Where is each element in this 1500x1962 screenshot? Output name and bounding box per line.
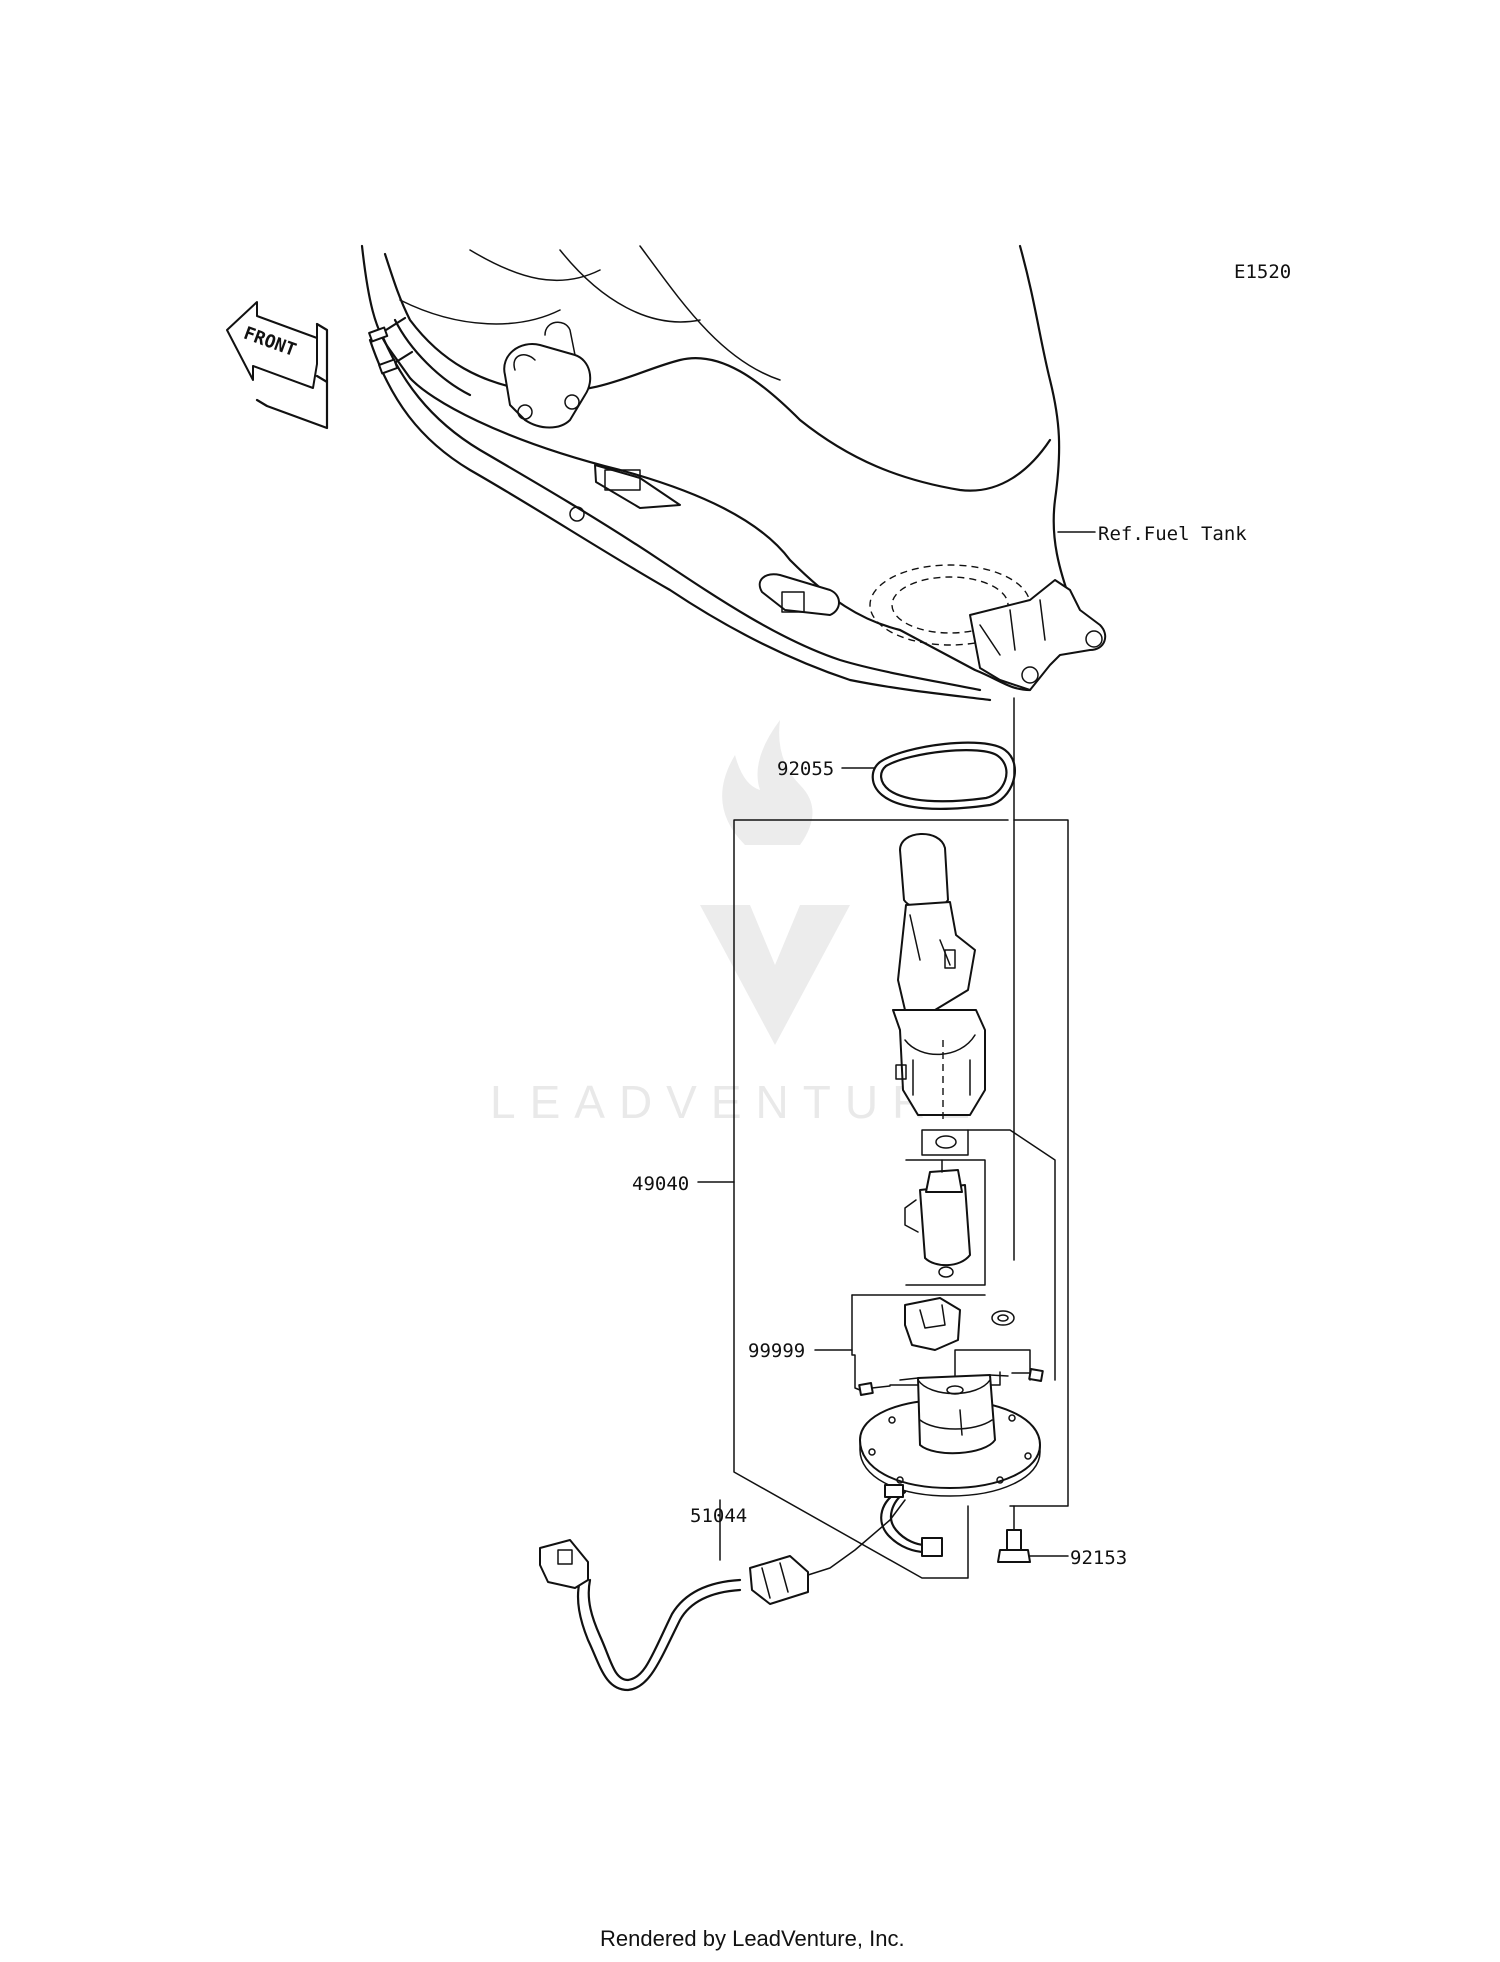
part-number-51044: 51044 [690,1505,747,1527]
bolt-92153: 92153 [997,1505,1127,1569]
fuel-tank: Ref.Fuel Tank [360,244,1247,702]
small-o-ring [921,1129,1056,1381]
o-ring-92055: 92055 [777,741,1016,810]
reference-label: Ref.Fuel Tank [1098,523,1247,545]
footer-credit: Rendered by LeadVenture, Inc. [600,1926,905,1951]
watermark-logo-icon [700,720,850,1045]
screws [858,1368,1044,1396]
part-number-92055: 92055 [777,758,834,780]
front-arrow-icon: FRONT [226,301,329,430]
part-number-92153: 92153 [1070,1547,1127,1569]
pump-wire [880,1484,943,1557]
part-number-99999: 99999 [748,1340,805,1362]
regulator-group-99999: 99999 [748,1294,1031,1391]
pump-base-plate [859,1374,1041,1497]
watermark-text: LEADVENTURE [490,1076,984,1128]
pump-motor [904,1159,986,1286]
diagram-code: E1520 [1234,261,1291,283]
pump-housing [892,833,986,1120]
part-number-49040: 49040 [632,1173,689,1195]
assembly-bracket-49040: 49040 [632,819,1069,1579]
watermark: LEADVENTURE [490,720,984,1128]
wire-harness-51044: 51044 [539,1499,906,1692]
